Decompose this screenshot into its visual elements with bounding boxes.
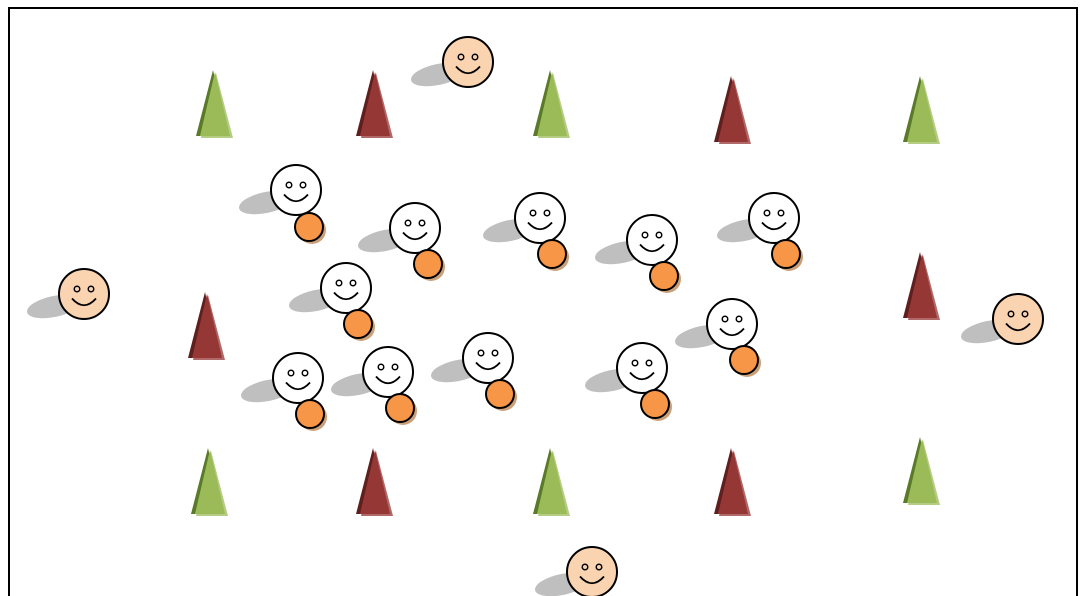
drill-diagram xyxy=(0,0,1080,596)
